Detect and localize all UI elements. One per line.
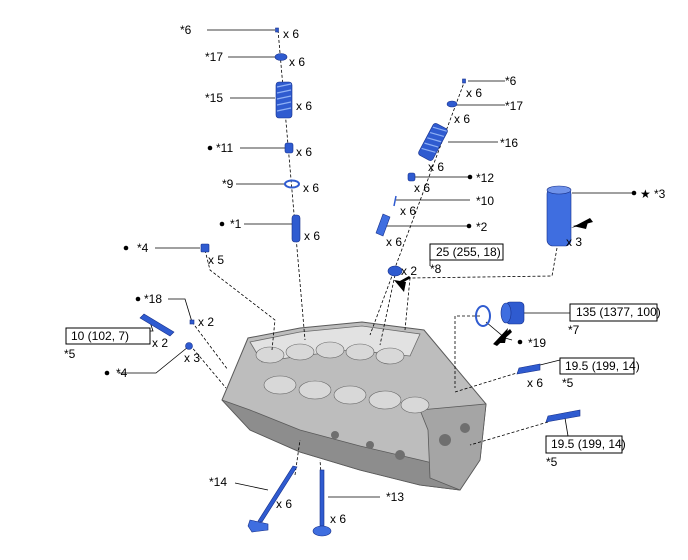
valve-guide-bush-part-left [291,214,301,243]
valve-part-13 [312,469,332,537]
spring-retainer-part-left [274,53,288,61]
torque-value: 10 (102, 7) [71,329,129,343]
valve-part-14 [247,465,298,533]
part-label: *17 [205,50,223,64]
part-7 [500,301,525,325]
quantity-label: x 6 [283,27,299,41]
quantity-label: x 6 [276,497,292,511]
leader-lines [118,29,632,498]
arrow-icon [494,328,508,343]
quantity-label: x 6 [400,204,416,218]
bullet-dots [104,145,637,376]
part-label: *18 [144,292,162,306]
valve-guide-bush-part-right [375,213,391,237]
quantity-label: x 6 [296,99,312,113]
part-label: *5 [546,455,558,469]
quantity-label: x 2 [198,315,214,329]
part-label: *4 [116,366,128,380]
part-label: *10 [476,194,494,208]
valve-spring-part-left [275,81,293,119]
quantity-label: x 3 [184,351,200,365]
valve-keeper-part-left [275,27,279,33]
stud-bolt-part-left [139,313,175,337]
valve-spring-part-right [418,123,448,161]
quantity-label: x 2 [152,336,168,350]
quantity-label: x 6 [330,512,346,526]
part-8 [387,265,403,277]
part-19 [475,305,491,327]
quantity-label: x 6 [296,145,312,159]
spring-seat-part-left [284,179,300,189]
quantity-label: x 6 [527,376,543,390]
pointer-arrows [394,218,593,346]
torque-box-4: 19.5 (199, 14) [559,357,640,375]
arrow-icon [571,218,593,228]
part-label: *12 [476,171,494,185]
quantity-label: x 6 [386,235,402,249]
part-label: *16 [500,136,518,150]
torque-box-1: 10 (102, 7) [65,327,151,345]
part-label: *2 [476,220,488,234]
part-label: *4 [137,241,149,255]
torque-value: 135 (1377, 100) [576,305,661,319]
torque-box-5: 19.5 (199, 14) [545,435,626,454]
part-label: *9 [222,177,234,191]
part-label: *1 [230,217,242,231]
callout-labels: *6 x 6 *17 x 6 *15 x 6 *11 x 6 *9 x 6 *1… [64,23,666,526]
quantity-label: x 2 [401,264,417,278]
quantity-label: x 5 [208,253,224,267]
torque-box-2: 25 (255, 18) [429,243,504,261]
part-label: *8 [430,262,442,276]
arrow-icon [493,329,512,346]
valves [247,465,332,537]
cylinder-head [221,321,487,491]
right-parts [375,78,581,423]
arrow-icon [394,280,406,292]
stud-bolt-part-right-lower [545,409,581,423]
part-label: *6 [505,74,517,88]
quantity-label: x 6 [289,55,305,69]
assembly-lines [189,29,558,501]
left-parts [139,27,301,350]
ring-pin-part-upper [200,243,210,253]
part-label: *3 [654,187,666,201]
spring-retainer-part-right [446,100,458,108]
valve-keeper-part-right [462,78,466,84]
quantity-label: x 6 [303,181,319,195]
quantity-label: x 6 [466,86,482,100]
valve-stem-oil-seal-part-right [407,172,416,182]
quantity-label: x 6 [414,181,430,195]
quantity-label: x 3 [566,235,582,249]
torque-value: 19.5 (199, 14) [565,359,640,373]
ring-pin-part-lower [185,342,193,350]
valve-stem-oil-seal-part-left [284,142,294,154]
part-label: *15 [205,91,223,105]
part-label: *14 [209,475,227,489]
quantity-label: x 6 [304,229,320,243]
torque-box-3: 135 (1377, 100) [569,303,661,322]
star-icon: ★ [640,187,651,201]
torque-value: 19.5 (199, 14) [551,437,626,451]
part-label: *6 [180,23,192,37]
part-label: *13 [386,490,404,504]
quantity-label: x 6 [454,112,470,126]
part-18 [189,319,195,325]
quantity-label: x 6 [428,160,444,174]
stud-bolt-part-right-upper [516,363,541,375]
part-label: *7 [568,323,580,337]
part-label: *11 [216,141,233,155]
part-label: *5 [64,347,76,361]
part-label: *19 [528,336,546,350]
part-label: *17 [505,99,523,113]
spring-seat-part-right [393,195,397,207]
part-label: *5 [562,376,574,390]
torque-value: 25 (255, 18) [436,245,501,259]
